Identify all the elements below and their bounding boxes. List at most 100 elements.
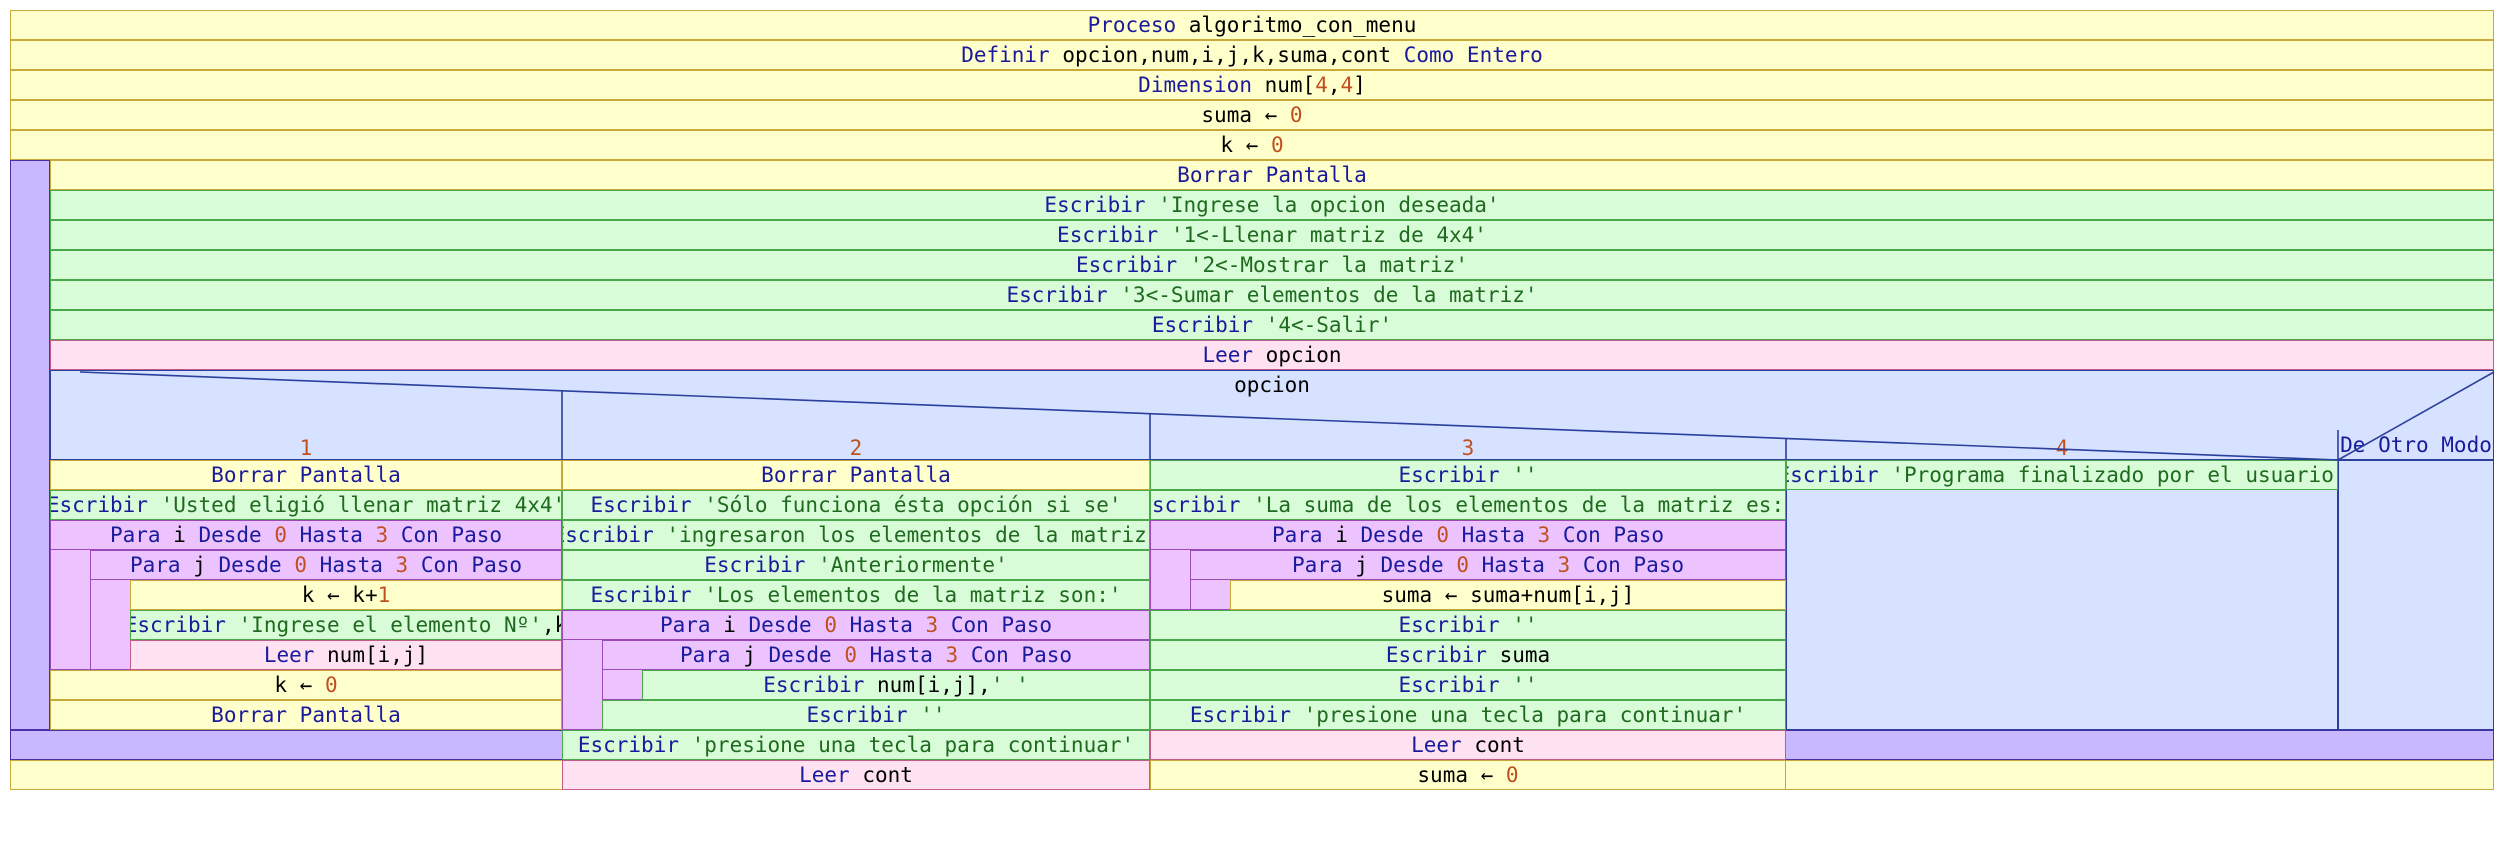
case-statement: suma ← 0 (1150, 760, 1786, 790)
token: cont (849, 763, 913, 787)
case-statement: Borrar Pantalla (562, 460, 1150, 490)
token: i (160, 523, 199, 547)
token: '' (1499, 673, 1538, 697)
token: 'Programa finalizado por el usuario' (1878, 463, 2338, 487)
repeat-body-statement: Escribir '3<-Sumar elementos de la matri… (50, 280, 2494, 310)
token: Con Paso (420, 553, 523, 577)
token: Desde (1380, 553, 1444, 577)
token: ,k (541, 613, 561, 637)
token: Proceso (1087, 13, 1177, 37)
token: Con Paso (400, 523, 503, 547)
token: Desde (1360, 523, 1424, 547)
header-statement: Definir opcion,num,i,j,k,suma,cont Como … (10, 40, 2494, 70)
token: 3 (375, 523, 389, 547)
token: 0 (274, 523, 288, 547)
case-statement: Escribir '' (1150, 670, 1786, 700)
repeat-body-statement: Escribir '1<-Llenar matriz de 4x4' (50, 220, 2494, 250)
repeat-body-statement: Escribir '2<-Mostrar la matriz' (50, 250, 2494, 280)
token: Escribir (577, 733, 679, 757)
token: , (1327, 73, 1341, 97)
token: num[i,j] (314, 643, 429, 667)
token: Escribir (590, 493, 692, 517)
token: suma ← suma+num[i,j] (1381, 583, 1635, 607)
token: '1<-Llenar matriz de 4x4' (1158, 223, 1487, 247)
token: 'Sólo funciona ésta opción si se' (691, 493, 1122, 517)
token: Escribir (1151, 313, 1254, 337)
token: 0 (1289, 103, 1303, 127)
token: k ← (1220, 133, 1271, 157)
case-statement: Escribir '' (602, 700, 1150, 730)
token: 'presione una tecla para continuar' (679, 733, 1135, 757)
token: '' (907, 703, 946, 727)
case-statement: Escribir suma (1150, 640, 1786, 670)
token: '4<-Salir' (1253, 313, 1393, 337)
case-statement: Leer cont (562, 760, 1150, 790)
token: Escribir (130, 613, 226, 637)
token: 'Usted eligió llenar matriz 4x4' (147, 493, 562, 517)
token: opcion (1253, 343, 1342, 367)
token: Dimension (1138, 73, 1252, 97)
case-statement: Borrar Pantalla (50, 700, 562, 730)
token: Para (1291, 553, 1343, 577)
case-statement: Escribir 'presione una tecla para contin… (562, 730, 1150, 760)
case-statement: Para j Desde 0 Hasta 3 Con Paso (90, 550, 562, 580)
token: Borrar Pantalla (211, 703, 401, 727)
token: suma ← (1417, 763, 1506, 787)
token: Con Paso (1582, 553, 1685, 577)
switch-header (50, 370, 2494, 460)
token: 0 (1505, 763, 1519, 787)
repeat-loop-bar (10, 160, 50, 730)
token: k ← k+ (301, 583, 378, 607)
case-statement: Escribir 'La suma de los elementos de la… (1150, 490, 1786, 520)
token: 3 (945, 643, 959, 667)
token: j (730, 643, 769, 667)
case-value: 1 (299, 436, 313, 460)
token: num[i,j], (864, 673, 991, 697)
case-label-3: 3 (1150, 430, 1786, 460)
case-statement: Para i Desde 0 Hasta 3 Con Paso (562, 610, 1150, 640)
token: 0 (844, 643, 858, 667)
case-statement: k ← k+1 (130, 580, 562, 610)
token: ] (1353, 73, 1366, 97)
case-label-1: 1 (50, 430, 562, 460)
token: Escribir (1398, 673, 1500, 697)
case-statement: suma ← suma+num[i,j] (1230, 580, 1786, 610)
case-statement: Escribir 'ingresaron los elementos de la… (562, 520, 1150, 550)
token: 'ingresaron los elementos de la matriz' (653, 523, 1150, 547)
token: Para (109, 523, 161, 547)
case-statement: Para i Desde 0 Hasta 3 Con Paso (1150, 520, 1786, 550)
token: 0 (1270, 133, 1284, 157)
case-label-2: 2 (562, 430, 1150, 460)
token: Escribir (1057, 223, 1159, 247)
token: 'Anteriormente' (805, 553, 1008, 577)
token: cont (1461, 733, 1525, 757)
token: '2<-Mostrar la matriz' (1177, 253, 1468, 277)
token: Hasta (319, 553, 383, 577)
token: 0 (294, 553, 308, 577)
header-statement: Dimension num[4,4] (10, 70, 2494, 100)
case-statement: Escribir 'presione una tecla para contin… (1150, 700, 1786, 730)
case-statement: Escribir 'Anteriormente' (562, 550, 1150, 580)
token: Desde (218, 553, 282, 577)
token: Escribir (1151, 493, 1241, 517)
token: 4 (1315, 73, 1328, 97)
token: Escribir (704, 553, 806, 577)
token: Desde (768, 643, 832, 667)
repeat-body-statement: Escribir '4<-Salir' (50, 310, 2494, 340)
header-statement: k ← 0 (10, 130, 2494, 160)
case-value: 2 (849, 436, 863, 460)
token: Escribir (1385, 643, 1487, 667)
token: Con Paso (1562, 523, 1665, 547)
switch-variable: opcion (1234, 373, 1310, 397)
token: 3 (1557, 553, 1571, 577)
token: '' (1499, 463, 1538, 487)
token: Escribir (590, 583, 692, 607)
default-label: De Otro Modo (2340, 433, 2492, 457)
switch-diagonal-right (2337, 371, 2495, 461)
token: Escribir (50, 493, 148, 517)
default-column (2338, 460, 2494, 730)
token: Escribir (763, 673, 865, 697)
token: Escribir (1006, 283, 1108, 307)
token: 3 (1537, 523, 1551, 547)
